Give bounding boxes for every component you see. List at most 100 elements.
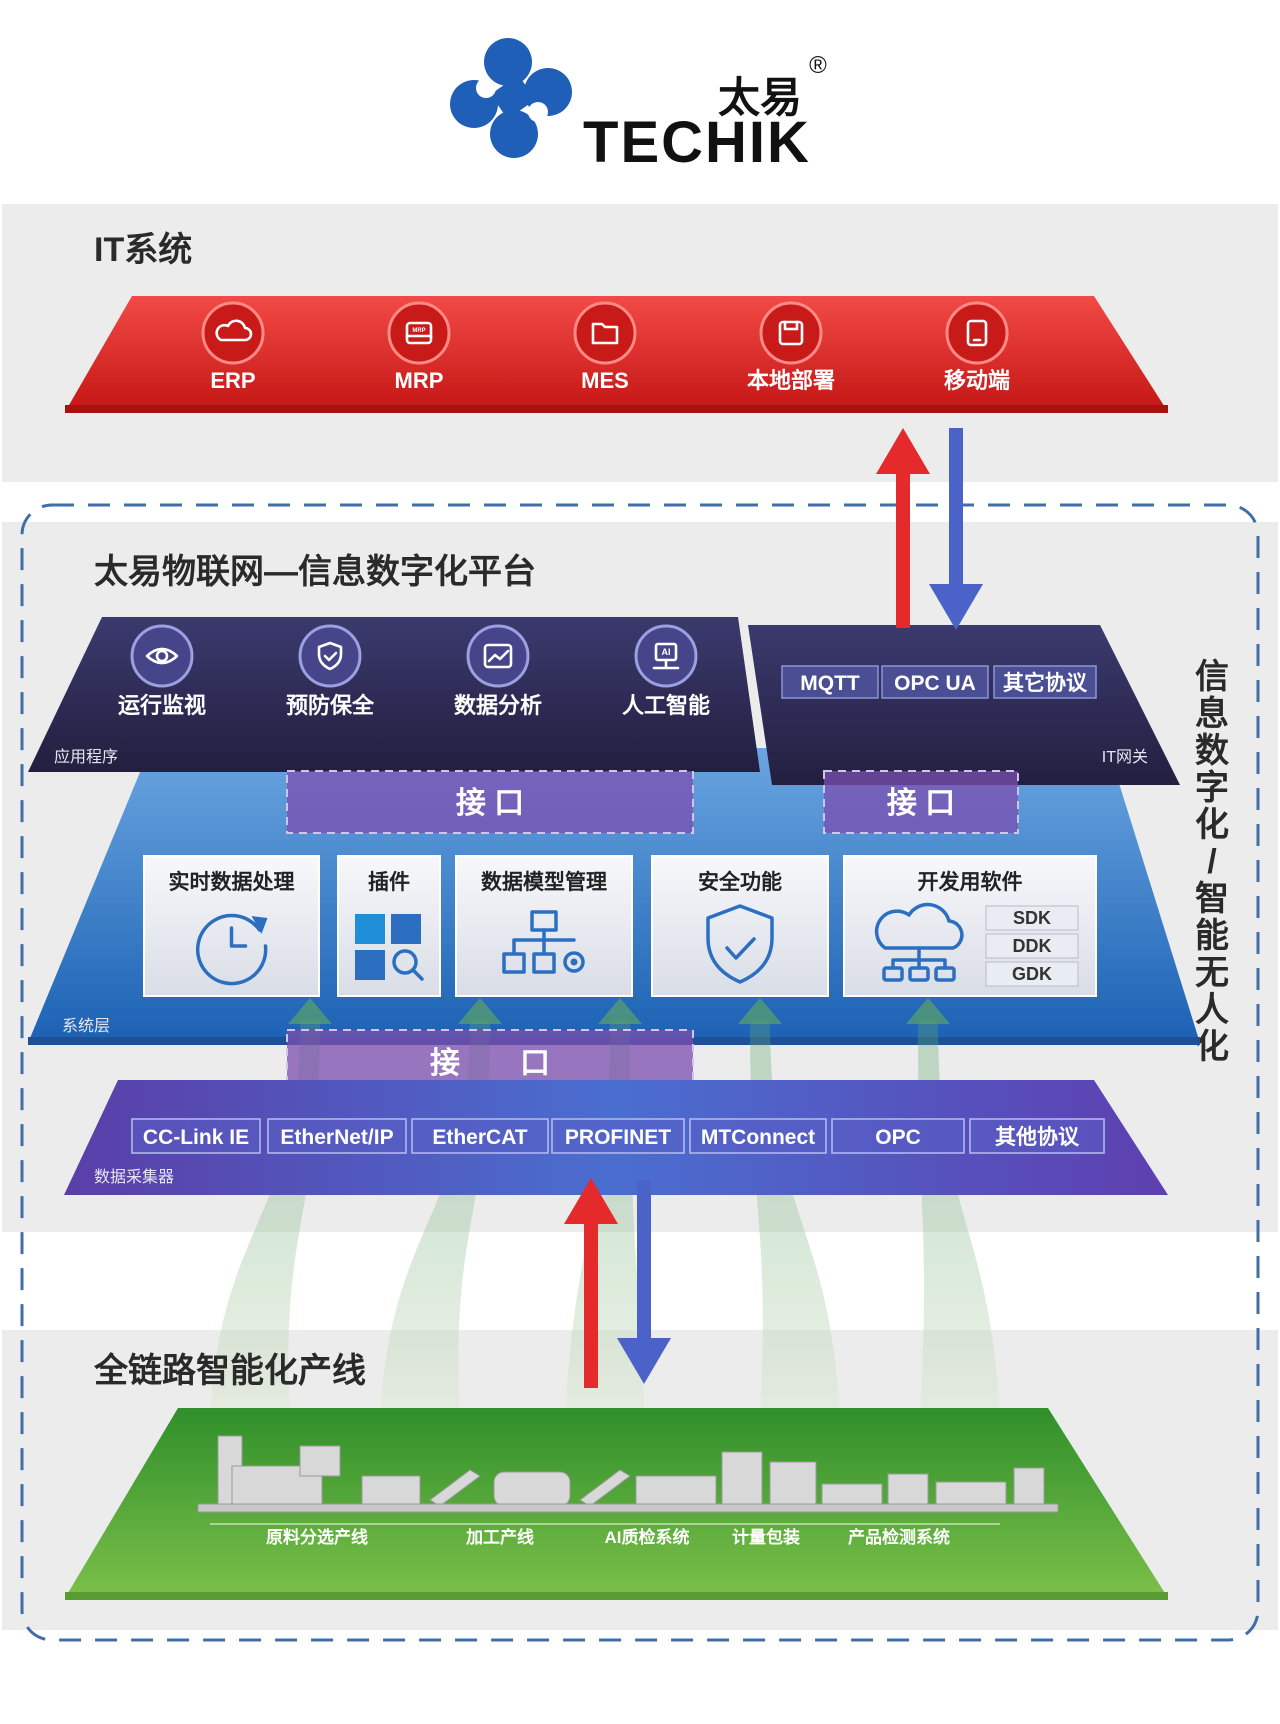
production-title: 全链路智能化产线 — [93, 1351, 366, 1390]
gateway-protocol-label: MQTT — [800, 672, 860, 695]
flow-arrow-icon — [738, 998, 782, 1024]
registered-mark: ® — [809, 52, 827, 79]
cloud-icon — [201, 301, 265, 365]
arrow-down-icon — [929, 584, 983, 630]
it-gateway-band — [748, 625, 1180, 785]
system-module-card: 数据模型管理 — [455, 855, 633, 997]
it-item-label: MES — [581, 368, 629, 393]
security-shield-icon — [706, 904, 774, 984]
chart-image-icon — [466, 624, 530, 688]
collector-protocol-chip: OPC — [831, 1118, 965, 1154]
logo-cn-text: 太易 — [718, 74, 802, 121]
gateway-protocol-chip: 其它协议 — [993, 665, 1097, 699]
svg-text:MRP: MRP — [412, 328, 425, 334]
dev-kit-label: SDK — [1013, 908, 1051, 928]
system-module-title: 开发用软件 — [918, 870, 1023, 894]
side-vertical-label: 信息数字化/智能无人化 — [1195, 658, 1229, 1066]
collector-protocol-chip: EtherCAT — [411, 1118, 549, 1154]
collector-protocol-label: 其他协议 — [995, 1125, 1080, 1149]
system-module-title: 数据模型管理 — [481, 870, 607, 894]
gateway-protocol-chip: MQTT — [781, 665, 879, 699]
system-module-title: 插件 — [368, 871, 410, 894]
system-module-title: 实时数据处理 — [169, 870, 295, 894]
collector-protocol-label: MTConnect — [701, 1126, 815, 1149]
system-module-card: 实时数据处理 — [143, 855, 320, 997]
collector-protocol-label: CC-Link IE — [143, 1126, 249, 1149]
dev-kit-chip: SDK — [985, 905, 1079, 931]
clock-refresh-icon — [195, 913, 268, 986]
flow-arrow-icon — [906, 998, 950, 1024]
collector-protocol-chip: 其他协议 — [969, 1118, 1105, 1154]
tablet-icon — [945, 301, 1009, 365]
it-item-label: 移动端 — [944, 368, 1010, 393]
it-gateway-tag: IT网关 — [1102, 748, 1148, 766]
it-item: MRP MRP — [387, 301, 451, 393]
gateway-protocol-label: 其它协议 — [1003, 671, 1088, 695]
production-station-label: 产品检测系统 — [848, 1527, 950, 1547]
logo-mark-icon — [450, 38, 572, 158]
it-item: MES — [573, 301, 637, 393]
collector-protocol-label: EtherNet/IP — [280, 1126, 393, 1149]
system-module-title: 安全功能 — [698, 870, 782, 894]
collector-protocol-chip: PROFINET — [551, 1118, 685, 1154]
collector-protocol-chip: EtherNet/IP — [267, 1118, 407, 1154]
ai-chip-icon: AI — [634, 624, 698, 688]
it-item-label: ERP — [210, 368, 255, 393]
folder-icon — [573, 301, 637, 365]
application-label: 运行监视 — [118, 693, 206, 718]
production-station-label: 计量包装 — [732, 1527, 800, 1547]
it-item: 本地部署 — [747, 301, 835, 393]
interface-app: 接 口 — [286, 770, 694, 834]
interface-gateway: 接 口 — [823, 770, 1019, 834]
application-item: 运行监视 — [118, 624, 206, 718]
it-exchange-arrows — [876, 428, 983, 630]
collector-protocol-label: EtherCAT — [432, 1126, 527, 1149]
production-line-machines — [197, 1435, 1059, 1513]
data-model-icon — [502, 910, 585, 974]
flow-arrow-icon — [598, 998, 642, 1024]
plugin-grid-icon — [355, 914, 424, 981]
it-system-title: IT系统 — [94, 231, 192, 269]
system-module-card: 插件 — [337, 855, 441, 997]
flow-arrow-icon — [458, 998, 502, 1024]
it-item-label: 本地部署 — [747, 368, 835, 393]
arrow-up-icon — [876, 428, 930, 474]
collector-protocol-label: PROFINET — [565, 1126, 671, 1149]
platform-dashed-outline — [20, 503, 1260, 1642]
cloud-network-icon — [874, 902, 964, 982]
production-station-label: AI质检系统 — [605, 1527, 690, 1547]
application-label: 预防保全 — [286, 693, 375, 718]
collector-protocol-label: OPC — [875, 1126, 921, 1149]
techik-logo: 太易 ® TECHIK — [450, 38, 827, 175]
system-module-card: 安全功能 — [651, 855, 829, 997]
collector-tag: 数据采集器 — [94, 1168, 174, 1186]
collector-protocol-chip: CC-Link IE — [131, 1118, 261, 1154]
production-band-edge — [65, 1592, 1168, 1600]
application-item: 数据分析 — [454, 624, 542, 718]
dev-kit-label: DDK — [1013, 936, 1052, 956]
production-station-label: 原料分选产线 — [266, 1527, 368, 1547]
it-item: 移动端 — [944, 301, 1010, 393]
dev-kit-label: GDK — [1012, 964, 1052, 984]
it-item-label: MRP — [395, 368, 444, 393]
interface-label: 接 口 — [456, 787, 524, 820]
production-station-label: 加工产线 — [465, 1527, 534, 1547]
system-layer-tag: 系统层 — [62, 1017, 110, 1035]
platform-title: 太易物联网—信息数字化平台 — [94, 552, 536, 591]
eye-icon — [130, 624, 194, 688]
collector-protocol-chip: MTConnect — [689, 1118, 827, 1154]
arrow-down-icon — [617, 1338, 671, 1384]
flow-arrow-icon — [288, 998, 332, 1024]
application-band — [28, 617, 760, 772]
production-stations: 原料分选产线 加工产线 AI质检系统 计量包装 产品检测系统 — [266, 1527, 950, 1547]
production-exchange-arrows — [564, 1178, 671, 1388]
svg-text:AI: AI — [662, 647, 671, 657]
application-label: 数据分析 — [454, 693, 542, 718]
application-tag: 应用程序 — [54, 747, 118, 766]
gateway-protocol-chip: OPC UA — [881, 665, 989, 699]
application-item: 预防保全 — [286, 624, 375, 718]
shield-check-icon — [298, 624, 362, 688]
floppy-disk-icon — [759, 301, 823, 365]
